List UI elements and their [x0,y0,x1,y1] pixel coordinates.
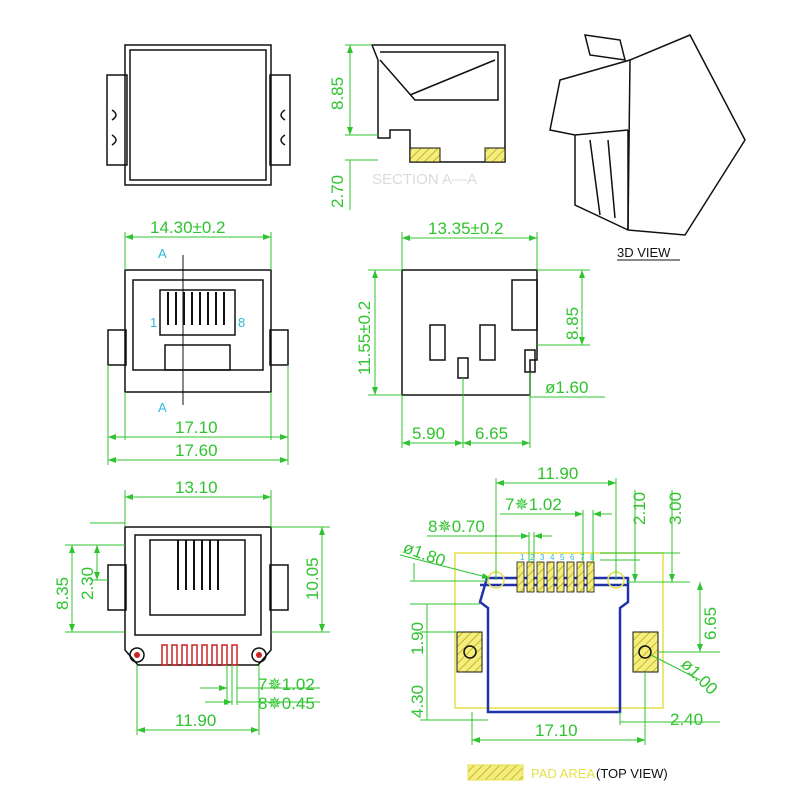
bottom-width-top-dim: 13.10 [175,478,218,497]
section-height-dim: 8.85 [328,77,347,110]
front-view: A A 1 8 14.30±0.2 17.10 17.60 [107,218,289,465]
pcb-layout-view: 1 2 3 4 5 6 7 8 11.90 7✵1.02 8✵0.70 ø1.8… [399,464,721,745]
pcb-pad-width-dim: 8✵0.70 [428,517,485,536]
pad-area-swatch [467,764,524,781]
section-marker-bottom: A [158,400,167,415]
bottom-left-height-dim: 8.35 [53,577,72,610]
legend: PAD AREA (TOP VIEW) [467,764,668,781]
pcb-post-spacing-dim: 11.90 [537,464,578,483]
3d-view: 3D VIEW [549,34,746,261]
pcb-row-offset-a-dim: 2.10 [630,492,649,525]
pin-number: 2 [530,553,535,562]
side-inner-height-dim: 8.85 [563,307,582,340]
pin-number: 4 [550,553,555,562]
side-view: 13.35±0.2 11.55±0.2 8.85 ø1.60 5.90 6.65 [355,219,605,448]
pcb-large-hole-dim: ø1.80 [401,538,448,571]
front-total-width-dim: 17.60 [175,441,218,460]
section-offset-dim: 2.70 [328,175,347,208]
legend-pad-area: PAD AREA [531,766,595,781]
pcb-edge-offset-dim: 2.40 [670,710,703,729]
side-height-dim: 11.55±0.2 [355,301,374,375]
bottom-right-height-dim: 10.05 [303,557,322,600]
pcb-small-hole-dim: ø1.00 [677,654,721,698]
side-width-top-dim: 13.35±0.2 [428,219,504,238]
3d-view-label: 3D VIEW [617,245,671,260]
side-right-offset-dim: 6.65 [475,424,508,443]
section-label: SECTION A—A [372,171,477,188]
post-diameter-dim: ø1.60 [545,378,588,397]
pcb-pad-pitch-dim: 7✵1.02 [505,495,562,514]
signal-pads [516,561,595,593]
pin-number: 5 [560,553,565,562]
section-marker-top: A [158,246,167,261]
pin-number: 1 [520,553,525,562]
bottom-inner-height-dim: 2.30 [78,567,97,600]
pcb-body-width-dim: 17.10 [535,721,578,740]
bottom-pin-width-dim: 8✵0.45 [258,694,315,713]
pcb-left-lower-height-dim: 4.30 [408,685,427,718]
bottom-view: 13.10 8.35 2.30 10.05 7✵1.02 8✵0.45 11.9… [53,478,330,735]
front-body-width-dim: 17.10 [175,418,218,437]
pcb-right-height-dim: 6.65 [701,607,720,640]
pin-label-first: 1 [150,315,157,330]
bottom-width-dim: 11.90 [175,711,216,730]
pin-number: 6 [570,553,575,562]
pcb-left-height-dim: 1.90 [408,622,427,655]
top-view [106,44,291,186]
bottom-pin-pitch-dim: 7✵1.02 [258,675,315,694]
legend-view: (TOP VIEW) [596,766,668,781]
front-width-top-dim: 14.30±0.2 [150,218,226,237]
pcb-row-offset-b-dim: 3.00 [666,492,685,525]
pin-number: 3 [540,553,545,562]
section-a-a-view: 8.85 2.70 SECTION A—A [328,44,506,210]
side-left-offset-dim: 5.90 [412,424,445,443]
pin-label-last: 8 [238,315,245,330]
